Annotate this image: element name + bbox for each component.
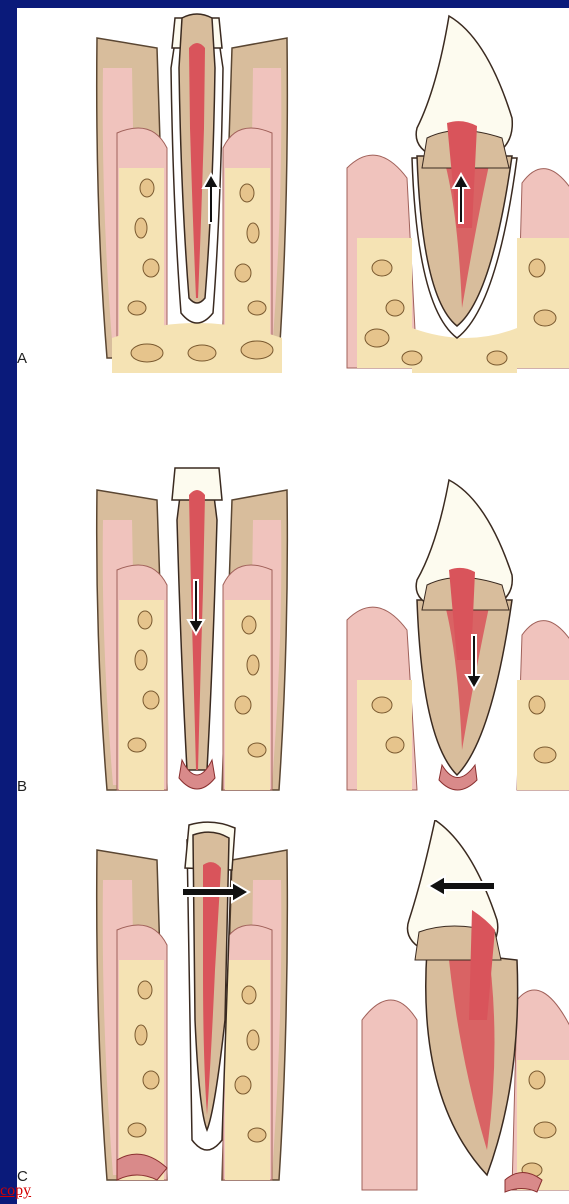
copy-watermark: copy — [0, 1182, 31, 1200]
panel-label-a: A — [17, 350, 27, 367]
panel-c: C — [17, 820, 569, 1200]
slide-left-border — [0, 0, 17, 1204]
incisor-tooth-a — [97, 14, 288, 373]
panel-a-illustration — [17, 8, 569, 380]
incisor-tooth-c — [97, 822, 288, 1180]
panel-a: A — [17, 8, 569, 380]
slide-top-border — [0, 0, 569, 8]
canine-tooth-b — [347, 480, 569, 790]
panel-c-illustration — [17, 820, 569, 1200]
panel-label-b: B — [17, 778, 27, 795]
canine-tooth-c — [362, 820, 569, 1192]
panel-b-illustration — [17, 460, 569, 800]
panel-b: B — [17, 460, 569, 800]
